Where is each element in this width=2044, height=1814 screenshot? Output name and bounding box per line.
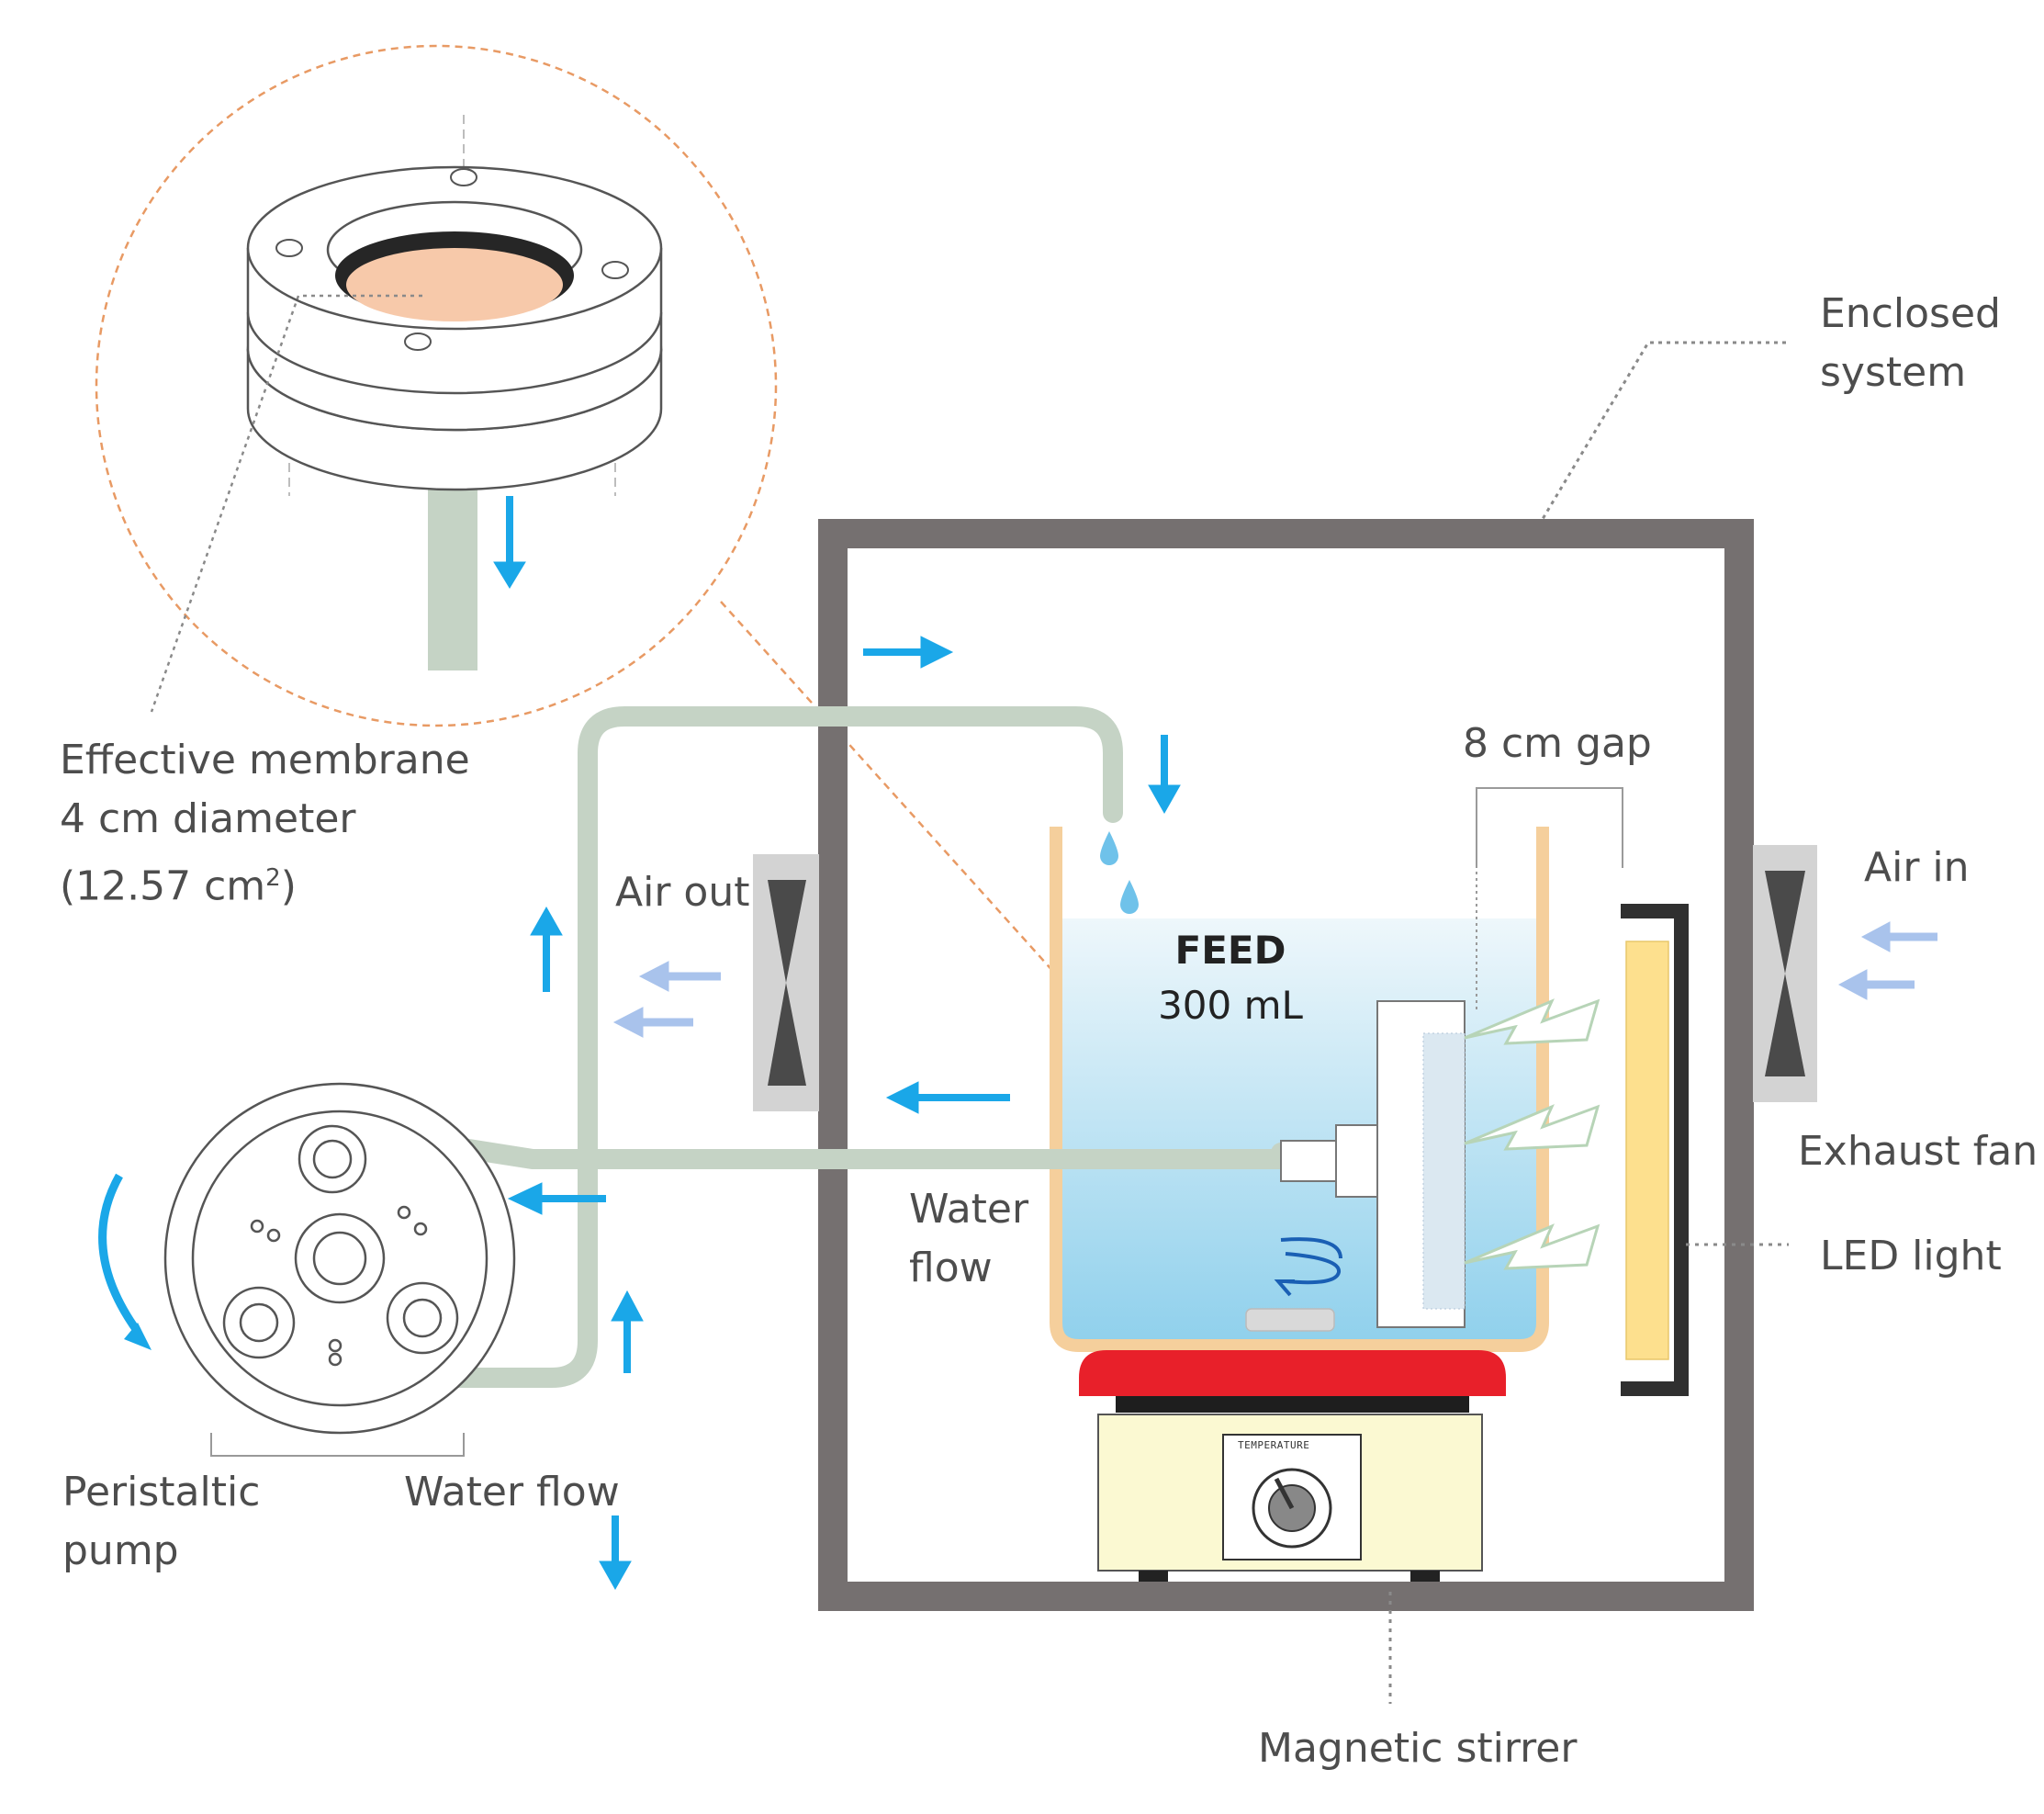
stirrer-dial-label: TEMPERATURE xyxy=(1238,1439,1310,1451)
exhaust-fan xyxy=(1753,845,1817,1102)
label-feed: FEED 300 mL xyxy=(1158,928,1303,1028)
stirring-icon xyxy=(1274,1237,1342,1297)
label-water-flow-inner: Water flow xyxy=(909,1186,1029,1291)
led-light xyxy=(1621,904,1789,1396)
membrane-holder xyxy=(150,115,663,713)
label-peristaltic-pump: Peristaltic pump xyxy=(62,1469,261,1574)
air-out-fan xyxy=(753,854,819,1111)
label-enclosed-system: Enclosed system xyxy=(1820,290,2001,396)
air-arrows xyxy=(612,921,1937,1038)
membrane-module xyxy=(1376,1000,1466,1328)
label-effective-membrane: Effective membrane 4 cm diameter (12.57 … xyxy=(60,737,470,910)
gap-bracket xyxy=(1476,787,1623,1010)
droplets xyxy=(1100,831,1139,914)
label-air-in: Air in xyxy=(1864,844,1970,891)
flow-arrows xyxy=(493,496,1181,1591)
label-exhaust-fan: Exhaust fan xyxy=(1798,1128,2038,1175)
peristaltic-pump xyxy=(163,1082,516,1457)
magnetic-stirrer xyxy=(1079,1350,1506,1704)
label-water-flow-outer: Water flow xyxy=(404,1469,620,1515)
enclosure-pointer xyxy=(1541,341,1786,520)
pump-rotation-arrow xyxy=(98,1173,141,1335)
enclosure-box xyxy=(818,519,1754,1611)
label-led-light: LED light xyxy=(1820,1233,2002,1279)
label-air-out: Air out xyxy=(615,869,750,916)
label-gap: 8 cm gap xyxy=(1463,720,1652,767)
light-rays xyxy=(1464,998,1600,1270)
tubing-junction xyxy=(1280,1140,1337,1182)
label-magnetic-stirrer: Magnetic stirrer xyxy=(1258,1725,1578,1772)
